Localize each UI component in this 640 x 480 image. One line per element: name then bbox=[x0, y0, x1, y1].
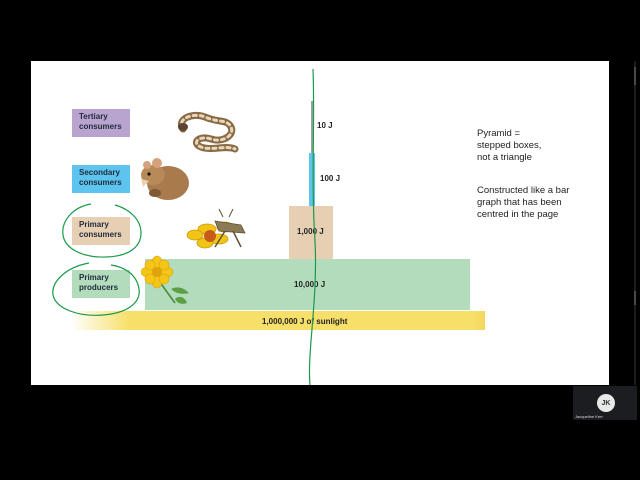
snake-image bbox=[177, 111, 239, 153]
presentation-slide: Tertiary consumers Secondary consumers P… bbox=[31, 61, 609, 385]
producer-box bbox=[145, 259, 470, 310]
secondary-consumer-bar bbox=[309, 153, 315, 206]
tertiary-consumer-energy-label: 10 J bbox=[317, 121, 333, 130]
mouse-image bbox=[141, 158, 189, 200]
participant-avatar: JK bbox=[597, 394, 615, 412]
grasshopper-on-flower-image bbox=[186, 208, 246, 249]
note-line: Pyramid = bbox=[477, 128, 521, 139]
note-bar-graph: Constructed like a bar graph that has be… bbox=[477, 185, 569, 221]
participant-video-tile[interactable]: JK Jacqueline Kerr bbox=[573, 386, 637, 420]
tertiary-consumer-bar bbox=[311, 101, 313, 153]
primary-consumer-energy-label: 1,000 J bbox=[297, 227, 324, 236]
scrollbar-strip bbox=[632, 61, 640, 385]
label-secondary-consumers: Secondary consumers bbox=[72, 165, 130, 193]
note-pyramid: Pyramid = stepped boxes, not a triangle bbox=[477, 128, 541, 164]
label-primary-producers: Primary producers bbox=[72, 270, 130, 298]
primary-consumer-box bbox=[289, 206, 333, 259]
secondary-consumer-energy-label: 100 J bbox=[320, 174, 341, 183]
producer-energy-label: 10,000 J bbox=[294, 280, 326, 289]
annotation-layer bbox=[52, 68, 317, 385]
label-tertiary-consumers: Tertiary consumers bbox=[72, 109, 130, 137]
label-primary-consumers: Primary consumers bbox=[72, 217, 130, 245]
annotation-vertical-line bbox=[308, 68, 317, 385]
sunlight-energy-label: 1,000,000 J of sunlight bbox=[262, 317, 348, 326]
note-line: stepped boxes, bbox=[477, 140, 542, 151]
sunlight-bar bbox=[71, 311, 485, 330]
flower-image bbox=[141, 255, 189, 304]
note-line: Constructed like a bar bbox=[477, 185, 570, 196]
note-line: not a triangle bbox=[477, 152, 532, 163]
note-line: graph that has been bbox=[477, 197, 562, 208]
participant-name: Jacqueline Kerr bbox=[575, 414, 603, 419]
annotation-circle-primary-producers bbox=[52, 262, 140, 316]
annotation-circle-primary-consumers bbox=[62, 203, 142, 258]
note-line: centred in the page bbox=[477, 209, 559, 220]
